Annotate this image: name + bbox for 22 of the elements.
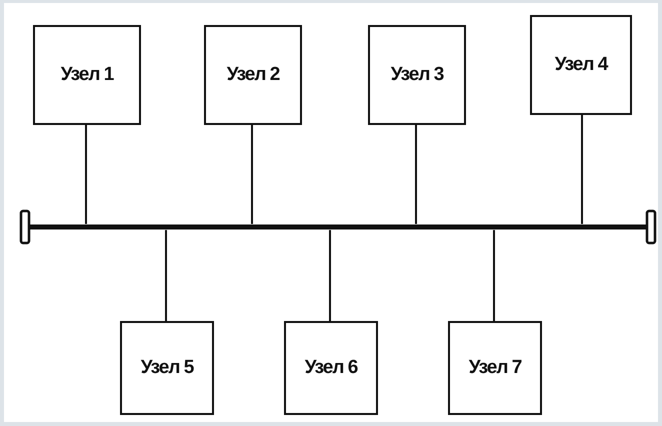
node-label: Узел 6 (304, 357, 358, 379)
node-box (284, 321, 378, 415)
connector-line (329, 230, 331, 321)
node-box (368, 25, 466, 125)
node-label: Узел 2 (226, 64, 280, 86)
node-box (204, 25, 302, 125)
connector-line (85, 125, 87, 224)
node-label: Узел 3 (390, 64, 444, 86)
connector-line (581, 115, 583, 224)
bus-line (18, 208, 658, 246)
node-label: Узел 1 (60, 64, 114, 86)
node-box (530, 15, 632, 115)
node-label: Узел 5 (140, 357, 194, 379)
connector-line (165, 230, 167, 321)
node-box (448, 321, 542, 415)
node-box (33, 25, 141, 125)
connector-line (493, 230, 495, 321)
connector-line (251, 125, 253, 224)
node-label: Узел 4 (554, 54, 608, 76)
connector-line (415, 125, 417, 224)
node-box (120, 321, 214, 415)
node-label: Узел 7 (468, 357, 522, 379)
